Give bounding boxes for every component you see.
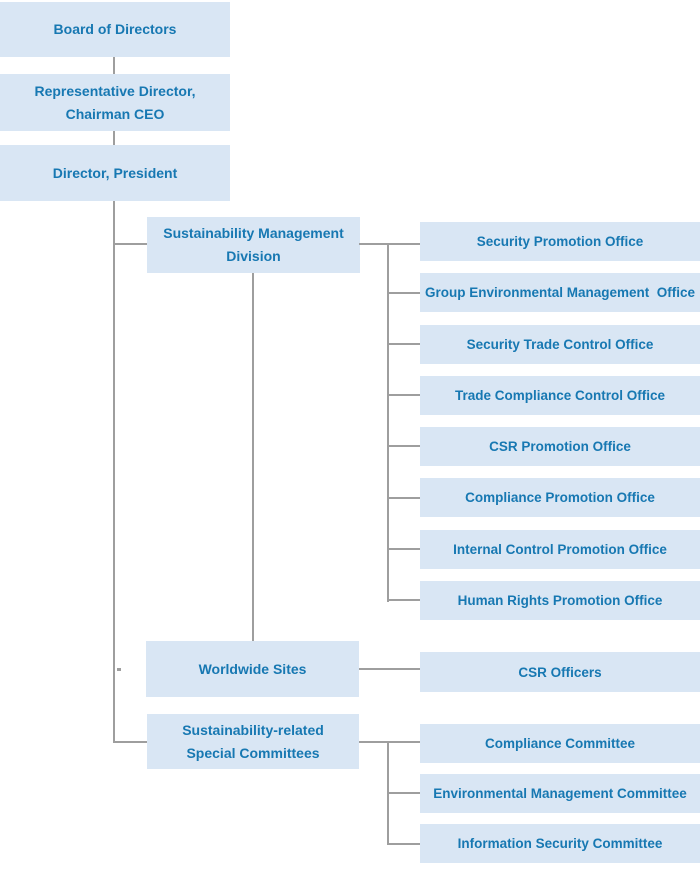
connector-special-to-committees bbox=[359, 741, 420, 743]
node-trade-compliance-control-office: Trade Compliance Control Office bbox=[420, 376, 700, 415]
connector-committee-branch-3 bbox=[387, 843, 420, 845]
connector-trunk-to-special-committees bbox=[113, 741, 147, 743]
node-director-president: Director, President bbox=[0, 145, 230, 201]
connector-committee-branch-2 bbox=[387, 792, 420, 794]
connector-office-branch-6 bbox=[387, 497, 420, 499]
connector-office-branch-3 bbox=[387, 343, 420, 345]
node-csr-officers: CSR Officers bbox=[420, 652, 700, 692]
connector-board-chairman bbox=[113, 57, 115, 74]
connector-office-branch-7 bbox=[387, 548, 420, 550]
node-compliance-promotion-office: Compliance Promotion Office bbox=[420, 478, 700, 517]
connector-worldwide-to-csr-officers bbox=[359, 668, 420, 670]
node-compliance-committee: Compliance Committee bbox=[420, 724, 700, 763]
connector-main-trunk bbox=[113, 201, 115, 743]
node-security-promotion-office: Security Promotion Office bbox=[420, 222, 700, 261]
connector-trunk-worldwide-stub bbox=[117, 668, 121, 671]
node-information-security-committee: Information Security Committee bbox=[420, 824, 700, 863]
node-internal-control-promotion-office: Internal Control Promotion Office bbox=[420, 530, 700, 569]
node-representative-director-chairman-ceo: Representative Director, Chairman CEO bbox=[0, 74, 230, 131]
node-board-of-directors: Board of Directors bbox=[0, 2, 230, 57]
node-environmental-management-committee: Environmental Management Committee bbox=[420, 774, 700, 813]
connector-sustainability-to-offices bbox=[359, 243, 420, 245]
node-group-environmental-management-office: Group Environmental Management Office bbox=[420, 273, 700, 312]
connector-office-branch-5 bbox=[387, 445, 420, 447]
connector-trunk-to-sustainability bbox=[113, 243, 147, 245]
node-sustainability-management-division: Sustainability Management Division bbox=[147, 217, 360, 273]
connector-chairman-president bbox=[113, 131, 115, 145]
node-worldwide-sites: Worldwide Sites bbox=[146, 641, 359, 697]
node-csr-promotion-office: CSR Promotion Office bbox=[420, 427, 700, 466]
node-human-rights-promotion-office: Human Rights Promotion Office bbox=[420, 581, 700, 620]
connector-office-branch-4 bbox=[387, 394, 420, 396]
node-security-trade-control-office: Security Trade Control Office bbox=[420, 325, 700, 364]
connector-offices-trunk bbox=[387, 243, 389, 602]
node-sustainability-related-special-committees: Sustainability-related Special Committee… bbox=[147, 714, 359, 769]
connector-office-branch-8 bbox=[387, 599, 420, 601]
connector-sustainability-to-worldwide bbox=[252, 273, 254, 641]
connector-office-branch-2 bbox=[387, 292, 420, 294]
